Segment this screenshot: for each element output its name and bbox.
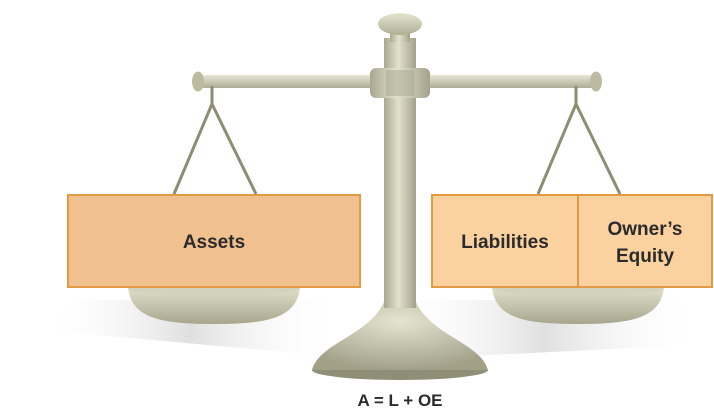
assets-label: Assets xyxy=(183,232,245,253)
base-dome xyxy=(312,300,488,370)
owners-equity-label-line2: Equity xyxy=(616,246,674,267)
beam-pivot-inner xyxy=(386,70,414,96)
right-pan-dish xyxy=(492,288,664,324)
liabilities-label: Liabilities xyxy=(461,232,549,253)
scale-base xyxy=(312,300,488,380)
beam-left-end xyxy=(192,71,204,92)
balance-beam xyxy=(192,68,602,98)
liabilities-box: Liabilities xyxy=(431,194,579,288)
left-pan-dish xyxy=(128,288,300,324)
owners-equity-box-bg xyxy=(577,194,713,288)
right-hanger xyxy=(536,86,622,195)
left-hanger xyxy=(172,86,258,195)
owners-equity-label-line1: Owner’s xyxy=(608,219,683,240)
owners-equity-box: Owner’s Equity xyxy=(577,194,713,288)
column-knob xyxy=(378,13,422,35)
assets-box-bg xyxy=(67,194,361,288)
liabilities-box-bg xyxy=(431,194,579,288)
beam-right-end xyxy=(590,71,602,92)
accounting-equation: A = L + OE xyxy=(357,391,442,410)
center-column xyxy=(378,13,422,308)
assets-box: Assets xyxy=(67,194,361,288)
